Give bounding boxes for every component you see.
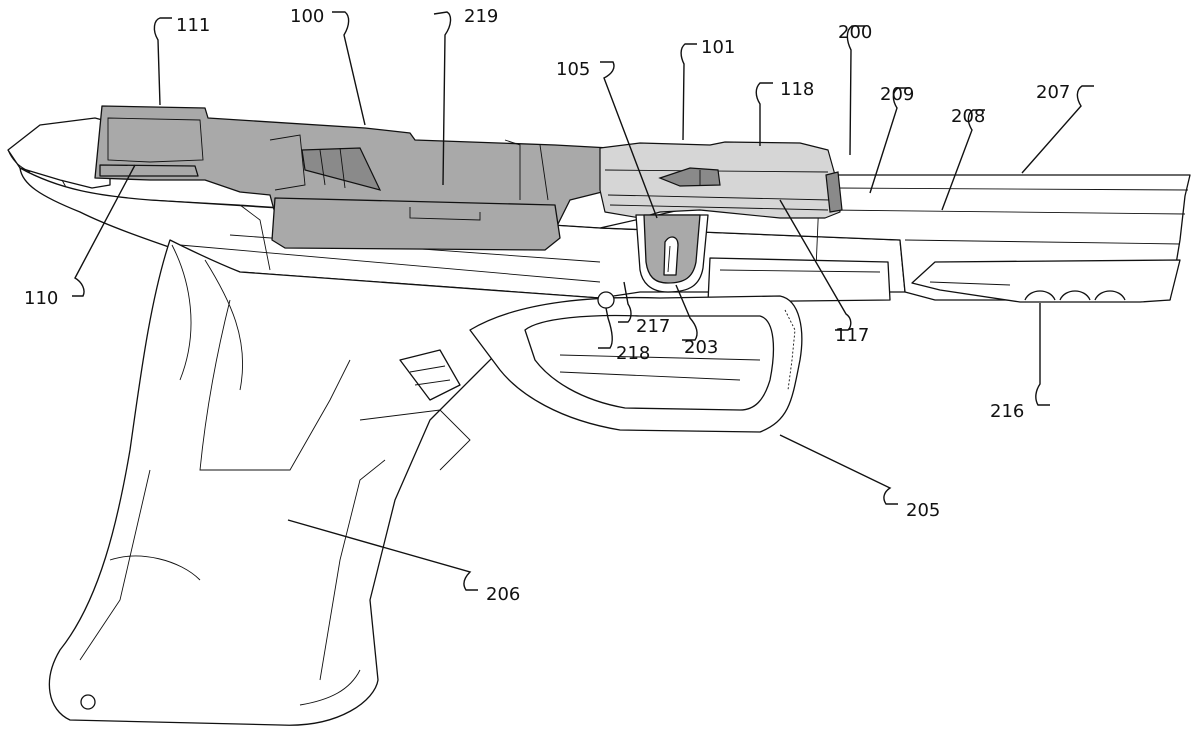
label-101: 101 <box>701 37 735 58</box>
reference-labels: 111 100 219 105 101 118 200 209 208 207 … <box>24 6 1070 605</box>
label-209: 209 <box>880 84 914 105</box>
leader-209 <box>869 87 910 194</box>
insert-100 <box>94 105 611 251</box>
label-218: 218 <box>616 343 650 364</box>
label-219: 219 <box>464 6 498 27</box>
label-208: 208 <box>951 106 985 127</box>
leader-100 <box>332 11 366 126</box>
label-118: 118 <box>780 79 814 100</box>
leader-105 <box>600 61 658 219</box>
leader-217 <box>618 281 632 323</box>
leader-110 <box>72 164 136 297</box>
leader-203 <box>675 284 698 341</box>
leader-216 <box>1035 303 1050 406</box>
label-100: 100 <box>290 6 324 27</box>
leader-205 <box>779 434 898 505</box>
label-207: 207 <box>1036 82 1070 103</box>
leader-218 <box>598 307 613 349</box>
label-217: 217 <box>636 316 670 337</box>
label-200: 200 <box>838 22 872 43</box>
leader-208 <box>941 109 985 211</box>
frame-200 <box>7 117 1191 726</box>
leader-118 <box>755 82 773 146</box>
leader-200 <box>846 25 865 156</box>
leader-206 <box>287 519 478 591</box>
leader-101 <box>680 43 697 141</box>
label-110: 110 <box>24 288 58 309</box>
label-111: 111 <box>176 15 210 36</box>
label-206: 206 <box>486 584 520 605</box>
label-117: 117 <box>835 325 869 346</box>
leader-219 <box>433 11 452 186</box>
leader-lines <box>72 11 1094 591</box>
leader-111 <box>153 17 172 106</box>
label-203: 203 <box>684 337 718 358</box>
leader-117 <box>779 199 852 331</box>
leader-207 <box>1021 85 1094 174</box>
takedown-lever-105 <box>635 214 709 293</box>
label-105: 105 <box>556 59 590 80</box>
label-205: 205 <box>906 500 940 521</box>
front-insert-101 <box>599 141 843 219</box>
label-216: 216 <box>990 401 1024 422</box>
